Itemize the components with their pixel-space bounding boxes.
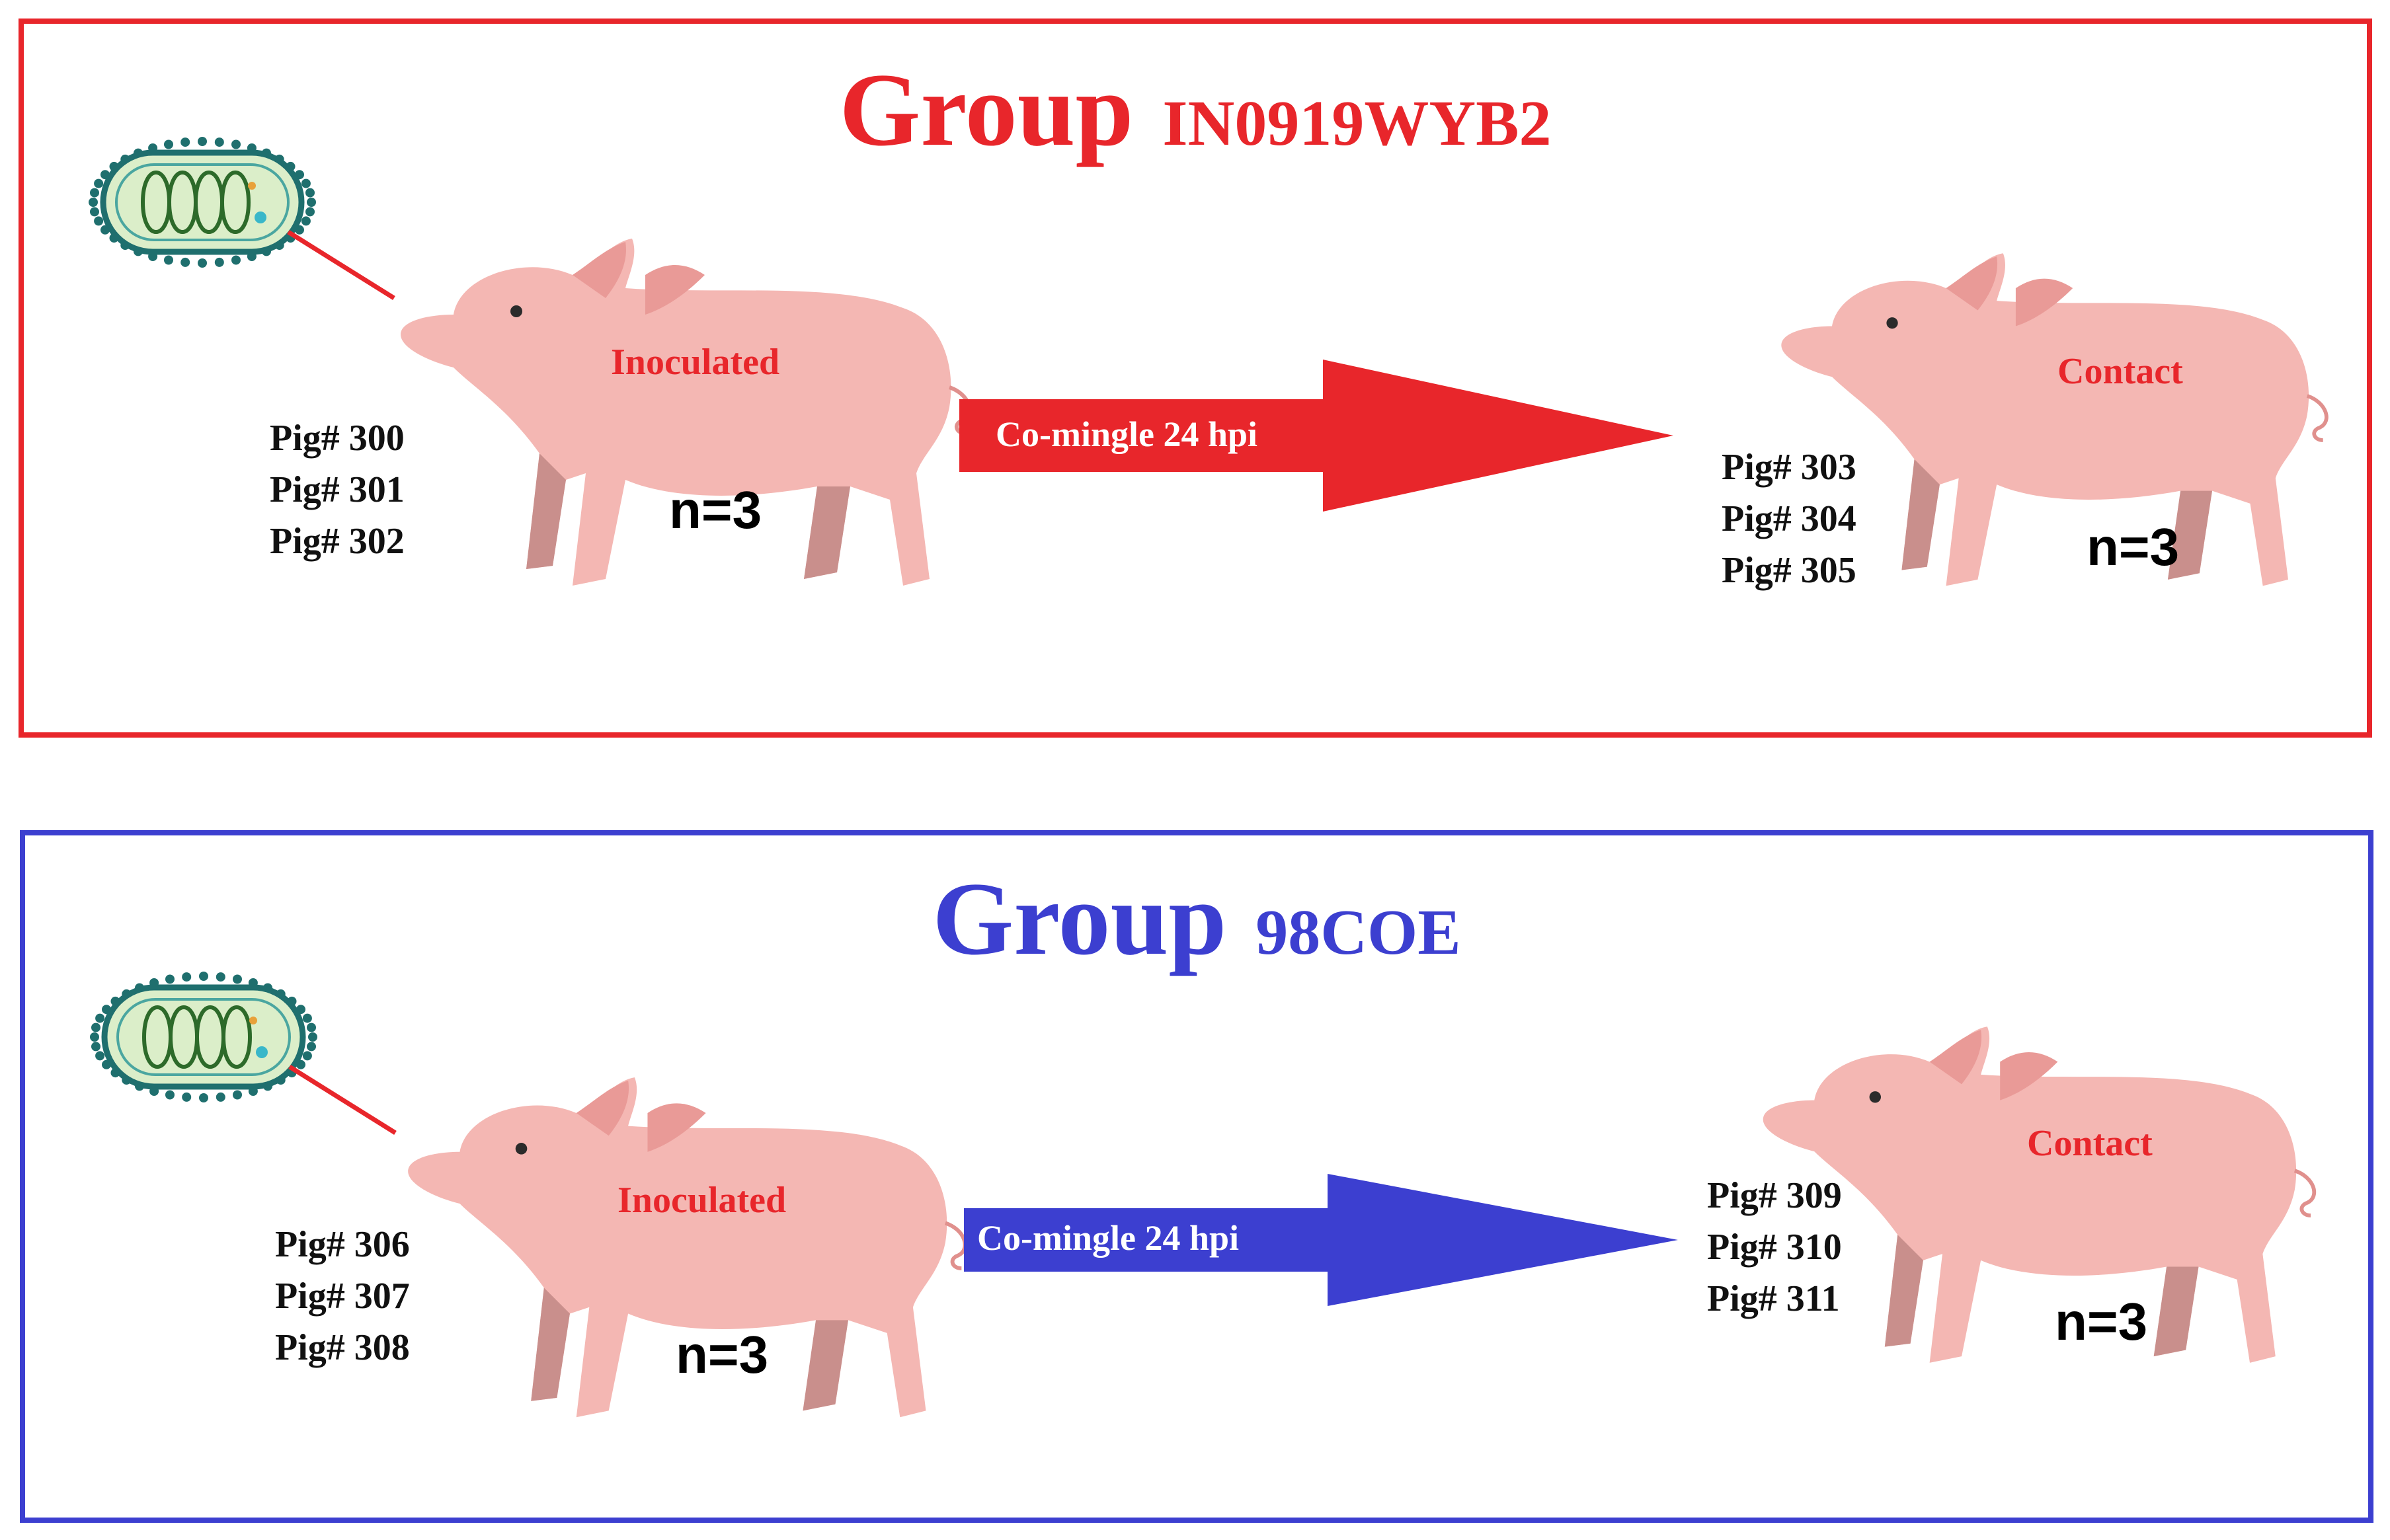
- contact-count: n=3: [2087, 518, 2180, 576]
- contact-pig-image: [1781, 253, 2329, 586]
- pig-id: Pig# 304: [1722, 498, 1856, 539]
- virus-spike: [165, 974, 175, 984]
- contact-label: Contact: [2057, 351, 2183, 392]
- virus-spike: [216, 972, 225, 982]
- pig-id: Pig# 307: [275, 1276, 410, 1317]
- virus-spike: [302, 1013, 312, 1023]
- virus-spike: [308, 1032, 317, 1042]
- virus-spike: [199, 972, 208, 981]
- virus-spike: [95, 1013, 105, 1023]
- virus-spike: [233, 1090, 242, 1100]
- virus-spike: [301, 216, 311, 226]
- inoculated-count: n=3: [676, 1325, 769, 1384]
- group-title-word: Group: [932, 861, 1227, 977]
- inoculated-pig-image: [401, 239, 972, 586]
- virus-spike: [182, 1092, 192, 1102]
- contact-label: Contact: [2027, 1123, 2153, 1164]
- group-title-word: Group: [839, 52, 1134, 168]
- virus-spike: [216, 1092, 225, 1102]
- virus-spike: [231, 139, 241, 149]
- pig-id: Pig# 303: [1722, 447, 1856, 488]
- pig-id: Pig# 310: [1707, 1227, 1842, 1268]
- virus-spike: [199, 1093, 208, 1102]
- virus-spike: [233, 974, 242, 984]
- virus-spike: [307, 198, 316, 207]
- virus-spike: [198, 137, 207, 146]
- inoculated-pig-image: [408, 1077, 967, 1418]
- virus-spike: [214, 257, 224, 267]
- contact-pig-list: Pig# 309 Pig# 310 Pig# 311: [1707, 1170, 1842, 1325]
- virus-spike: [164, 139, 173, 149]
- contact-pig-image: [1763, 1026, 2317, 1363]
- virus-icon: [89, 137, 395, 300]
- virus-spike: [95, 1051, 105, 1061]
- inoculated-count: n=3: [669, 481, 762, 539]
- inoculated-pig-list: Pig# 306 Pig# 307 Pig# 308: [275, 1219, 410, 1373]
- group-strain-name: IN0919WYB2: [1162, 88, 1552, 159]
- pig-id: Pig# 309: [1707, 1175, 1842, 1216]
- pig-id: Pig# 300: [270, 418, 405, 459]
- virus-spike: [180, 257, 190, 267]
- pig-id: Pig# 302: [270, 521, 405, 562]
- co-mingle-arrow: [959, 360, 1673, 512]
- pig-id: Pig# 305: [1722, 550, 1856, 591]
- group-strain-name: 98COE: [1255, 897, 1461, 968]
- inoculated-label: Inoculated: [611, 342, 780, 383]
- virus-spike: [90, 1032, 99, 1042]
- virus-spike: [305, 207, 315, 217]
- arrow-label: Co-mingle 24 hpi: [996, 414, 1258, 454]
- inoculated-label: Inoculated: [617, 1180, 787, 1221]
- group-title: Group IN0919WYB2: [24, 50, 2367, 171]
- virus-spike: [307, 1042, 316, 1052]
- pig-id: Pig# 306: [275, 1224, 410, 1265]
- arrow-label: Co-mingle 24 hpi: [977, 1218, 1240, 1258]
- co-mingle-arrow: [964, 1174, 1678, 1306]
- virus-spike: [91, 1042, 100, 1052]
- virus-spike: [165, 1090, 175, 1100]
- virus-spike: [305, 188, 315, 198]
- virus-spike: [90, 207, 99, 217]
- group-panel-1: Group IN0919WYB2 Inoculated Pig# 300 Pig#…: [19, 19, 2372, 738]
- virus-spike: [214, 137, 224, 147]
- group-title: Group 98COE: [25, 859, 2368, 980]
- virus-spike: [302, 1051, 312, 1061]
- contact-pig-list: Pig# 303 Pig# 304 Pig# 305: [1722, 442, 1856, 596]
- virus-spike: [91, 1022, 100, 1032]
- contact-count: n=3: [2055, 1292, 2148, 1351]
- group-panel-2: Group 98COE Inoculated Pig# 306 Pig# 307 …: [20, 830, 2373, 1523]
- virus-spike: [94, 216, 104, 226]
- pig-id: Pig# 301: [270, 469, 405, 510]
- virus-spike: [231, 255, 241, 265]
- virus-spike: [198, 258, 207, 268]
- virus-spike: [94, 178, 104, 188]
- virus-spike: [90, 188, 99, 198]
- virus-spike: [164, 255, 173, 265]
- inoculated-pig-list: Pig# 300 Pig# 301 Pig# 302: [270, 412, 405, 567]
- virus-spike: [89, 198, 98, 207]
- virus-spike: [180, 137, 190, 147]
- pig-id: Pig# 311: [1707, 1278, 1840, 1319]
- virus-spike: [182, 972, 192, 982]
- virus-spike: [301, 178, 311, 188]
- virus-icon: [90, 972, 397, 1135]
- virus-spike: [307, 1022, 316, 1032]
- pig-id: Pig# 308: [275, 1327, 410, 1368]
